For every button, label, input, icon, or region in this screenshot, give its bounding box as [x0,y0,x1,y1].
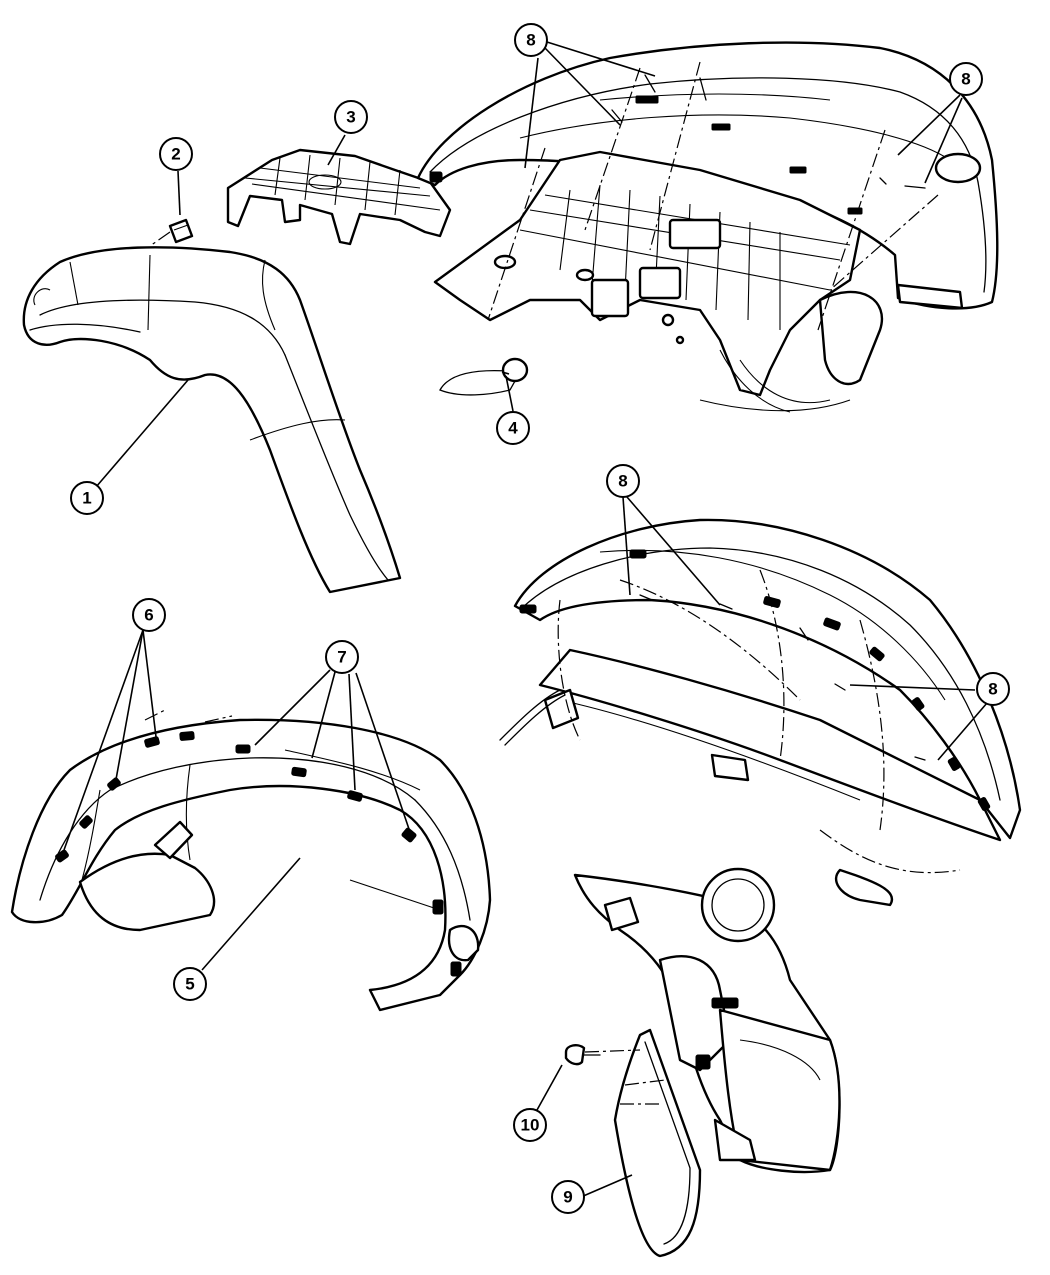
clip-part [149,218,194,247]
callout-4: 4 [496,411,530,445]
svg-text:6: 6 [144,606,153,625]
svg-text:4: 4 [508,419,518,438]
svg-text:8: 8 [526,31,535,50]
callout-3: 3 [334,100,368,134]
svg-text:8: 8 [618,472,627,491]
callout-9: 9 [551,1180,585,1214]
fascia-corner-assembly [564,867,841,1258]
svg-text:7: 7 [337,648,346,667]
fender-flare-front [22,246,402,594]
callout-5: 5 [173,967,207,1001]
front-bumper-assembly [416,41,999,413]
reinforcement-bracket [226,148,452,246]
svg-text:8: 8 [988,680,997,699]
callout-8-middle: 8 [606,464,640,498]
fender-flare-rear [10,709,492,1012]
callout-6: 6 [132,598,166,632]
svg-text:9: 9 [563,1188,572,1207]
svg-text:3: 3 [346,108,355,127]
svg-text:10: 10 [521,1116,540,1135]
svg-text:2: 2 [171,145,180,164]
svg-text:8: 8 [961,70,970,89]
callout-2: 2 [159,137,193,171]
callout-7: 7 [325,640,359,674]
leader-lines [63,41,988,1198]
callout-8-right: 8 [976,672,1010,706]
callout-10: 10 [513,1108,547,1142]
callout-1: 1 [70,481,104,515]
callout-8-top-left: 8 [514,23,548,57]
svg-text:5: 5 [185,975,194,994]
svg-text:1: 1 [82,489,91,508]
callout-8-top-right: 8 [949,62,983,96]
rear-bumper-fascia [499,518,1022,907]
